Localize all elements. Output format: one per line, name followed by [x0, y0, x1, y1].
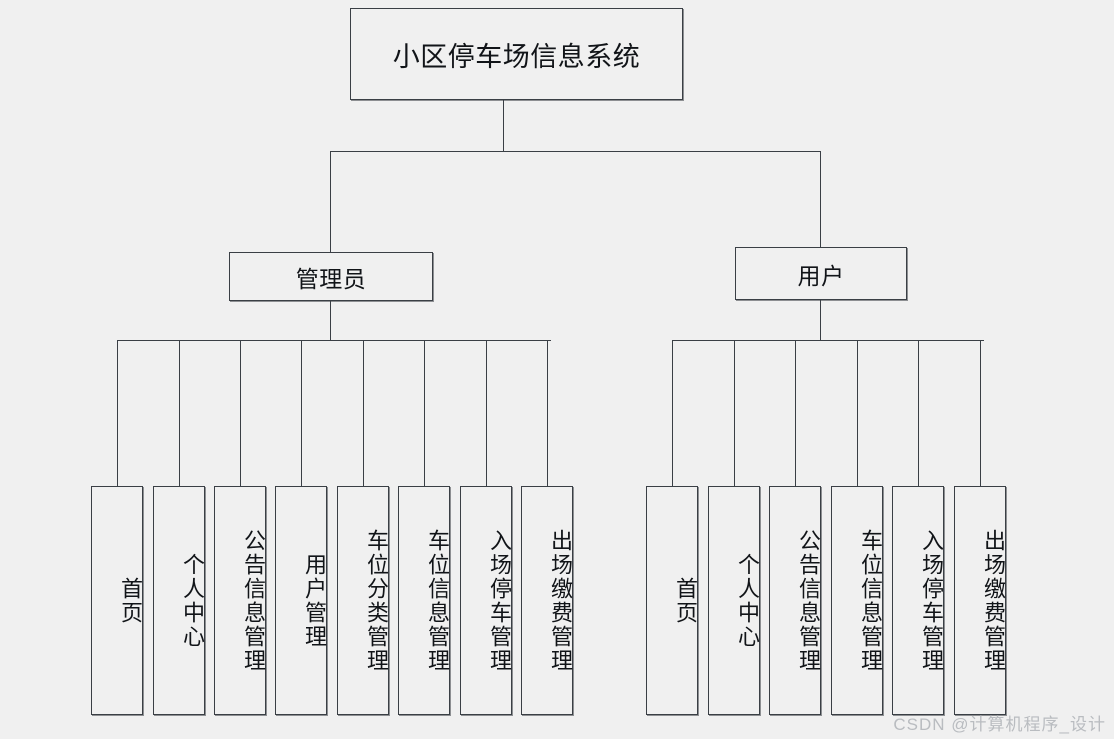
- connector-admin-drop: [330, 151, 331, 252]
- node-branch-admin-label: 管理员: [295, 265, 367, 292]
- node-leaf-label: 公告信息管理: [241, 528, 266, 673]
- node-branch-admin[interactable]: 管理员: [229, 252, 433, 301]
- node-leaf-admin-4[interactable]: 用户管理: [275, 486, 327, 715]
- node-leaf-user-2[interactable]: 个人中心: [708, 486, 760, 715]
- node-leaf-admin-2[interactable]: 个人中心: [153, 486, 205, 715]
- node-leaf-admin-1[interactable]: 首页: [91, 486, 143, 715]
- node-leaf-label: 入场停车管理: [919, 528, 944, 673]
- node-leaf-label: 车位分类管理: [364, 528, 389, 673]
- node-leaf-label: 公告信息管理: [796, 528, 821, 673]
- connector-root-drop: [503, 100, 504, 151]
- node-leaf-label: 个人中心: [180, 552, 205, 649]
- connector-leaf-drop: [734, 340, 735, 486]
- node-leaf-label: 首页: [673, 576, 698, 625]
- node-leaf-admin-8[interactable]: 出场缴费管理: [521, 486, 573, 715]
- connector-admin-stem: [330, 301, 331, 340]
- connector-user-stem: [820, 300, 821, 340]
- connector-leaf-drop: [672, 340, 673, 486]
- node-root-label: 小区停车场信息系统: [392, 41, 641, 72]
- node-leaf-admin-5[interactable]: 车位分类管理: [337, 486, 389, 715]
- connector-leaf-drop: [301, 340, 302, 486]
- node-leaf-user-6[interactable]: 出场缴费管理: [954, 486, 1006, 715]
- node-leaf-label: 车位信息管理: [858, 528, 883, 673]
- connector-user-drop: [820, 151, 821, 247]
- connector-leaf-drop: [486, 340, 487, 486]
- watermark: CSDN @计算机程序_设计: [893, 715, 1106, 734]
- node-leaf-label: 首页: [118, 576, 143, 625]
- node-branch-user-label: 用户: [797, 262, 845, 289]
- node-leaf-label: 车位信息管理: [425, 528, 450, 673]
- connector-leaf-drop: [424, 340, 425, 486]
- connector-admin-bus: [117, 340, 551, 341]
- node-leaf-user-4[interactable]: 车位信息管理: [831, 486, 883, 715]
- connector-level2-bus: [330, 151, 820, 152]
- connector-leaf-drop: [918, 340, 919, 486]
- connector-leaf-drop: [117, 340, 118, 486]
- connector-leaf-drop: [363, 340, 364, 486]
- connector-leaf-drop: [179, 340, 180, 486]
- node-leaf-admin-3[interactable]: 公告信息管理: [214, 486, 266, 715]
- connector-leaf-drop: [240, 340, 241, 486]
- connector-leaf-drop: [980, 340, 981, 486]
- node-leaf-user-5[interactable]: 入场停车管理: [892, 486, 944, 715]
- node-leaf-label: 用户管理: [302, 552, 327, 649]
- node-leaf-label: 个人中心: [735, 552, 760, 649]
- connector-leaf-drop: [547, 340, 548, 486]
- connector-leaf-drop: [795, 340, 796, 486]
- node-leaf-user-1[interactable]: 首页: [646, 486, 698, 715]
- node-leaf-admin-7[interactable]: 入场停车管理: [460, 486, 512, 715]
- node-leaf-label: 入场停车管理: [487, 528, 512, 673]
- connector-leaf-drop: [857, 340, 858, 486]
- node-leaf-label: 出场缴费管理: [981, 528, 1006, 673]
- node-branch-user[interactable]: 用户: [735, 247, 907, 300]
- node-leaf-admin-6[interactable]: 车位信息管理: [398, 486, 450, 715]
- connector-user-bus: [672, 340, 984, 341]
- node-root-system[interactable]: 小区停车场信息系统: [350, 8, 683, 100]
- node-leaf-label: 出场缴费管理: [548, 528, 573, 673]
- node-leaf-user-3[interactable]: 公告信息管理: [769, 486, 821, 715]
